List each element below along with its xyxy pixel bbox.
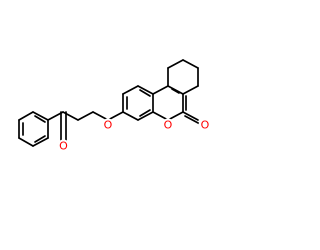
bond (167, 85, 184, 95)
bond (32, 137, 49, 147)
bond (92, 111, 109, 121)
bond (137, 111, 154, 121)
bond (152, 85, 169, 95)
atom-labels: O O O O (57, 118, 212, 153)
bond (167, 111, 184, 121)
bond (34, 115, 46, 123)
bond (137, 85, 154, 95)
bond (182, 59, 199, 69)
bond (139, 89, 151, 97)
bond (122, 85, 139, 95)
bond (77, 111, 94, 121)
oxygen-atom-label: O (104, 119, 113, 132)
bond (152, 111, 169, 121)
oxygen-atom-label: O (59, 140, 68, 153)
atom-background (57, 139, 70, 153)
bond (34, 135, 46, 143)
bond (18, 111, 34, 121)
oxygen-atom-label: O (164, 119, 173, 132)
bond (32, 111, 49, 121)
atom-background (161, 118, 175, 132)
bond (167, 59, 184, 69)
bond (139, 109, 151, 117)
chemical-structure: O O O O (18, 59, 212, 153)
bond (171, 88, 180, 94)
bond (62, 111, 79, 121)
atom-background (198, 118, 212, 132)
bond (107, 111, 124, 121)
bond (184, 115, 201, 125)
bond (182, 111, 199, 121)
bond-lines (18, 59, 201, 147)
atom-background (101, 118, 115, 132)
bond (122, 111, 139, 121)
oxygen-atom-label: O (201, 119, 210, 132)
bond (182, 85, 199, 95)
bond (18, 137, 34, 147)
